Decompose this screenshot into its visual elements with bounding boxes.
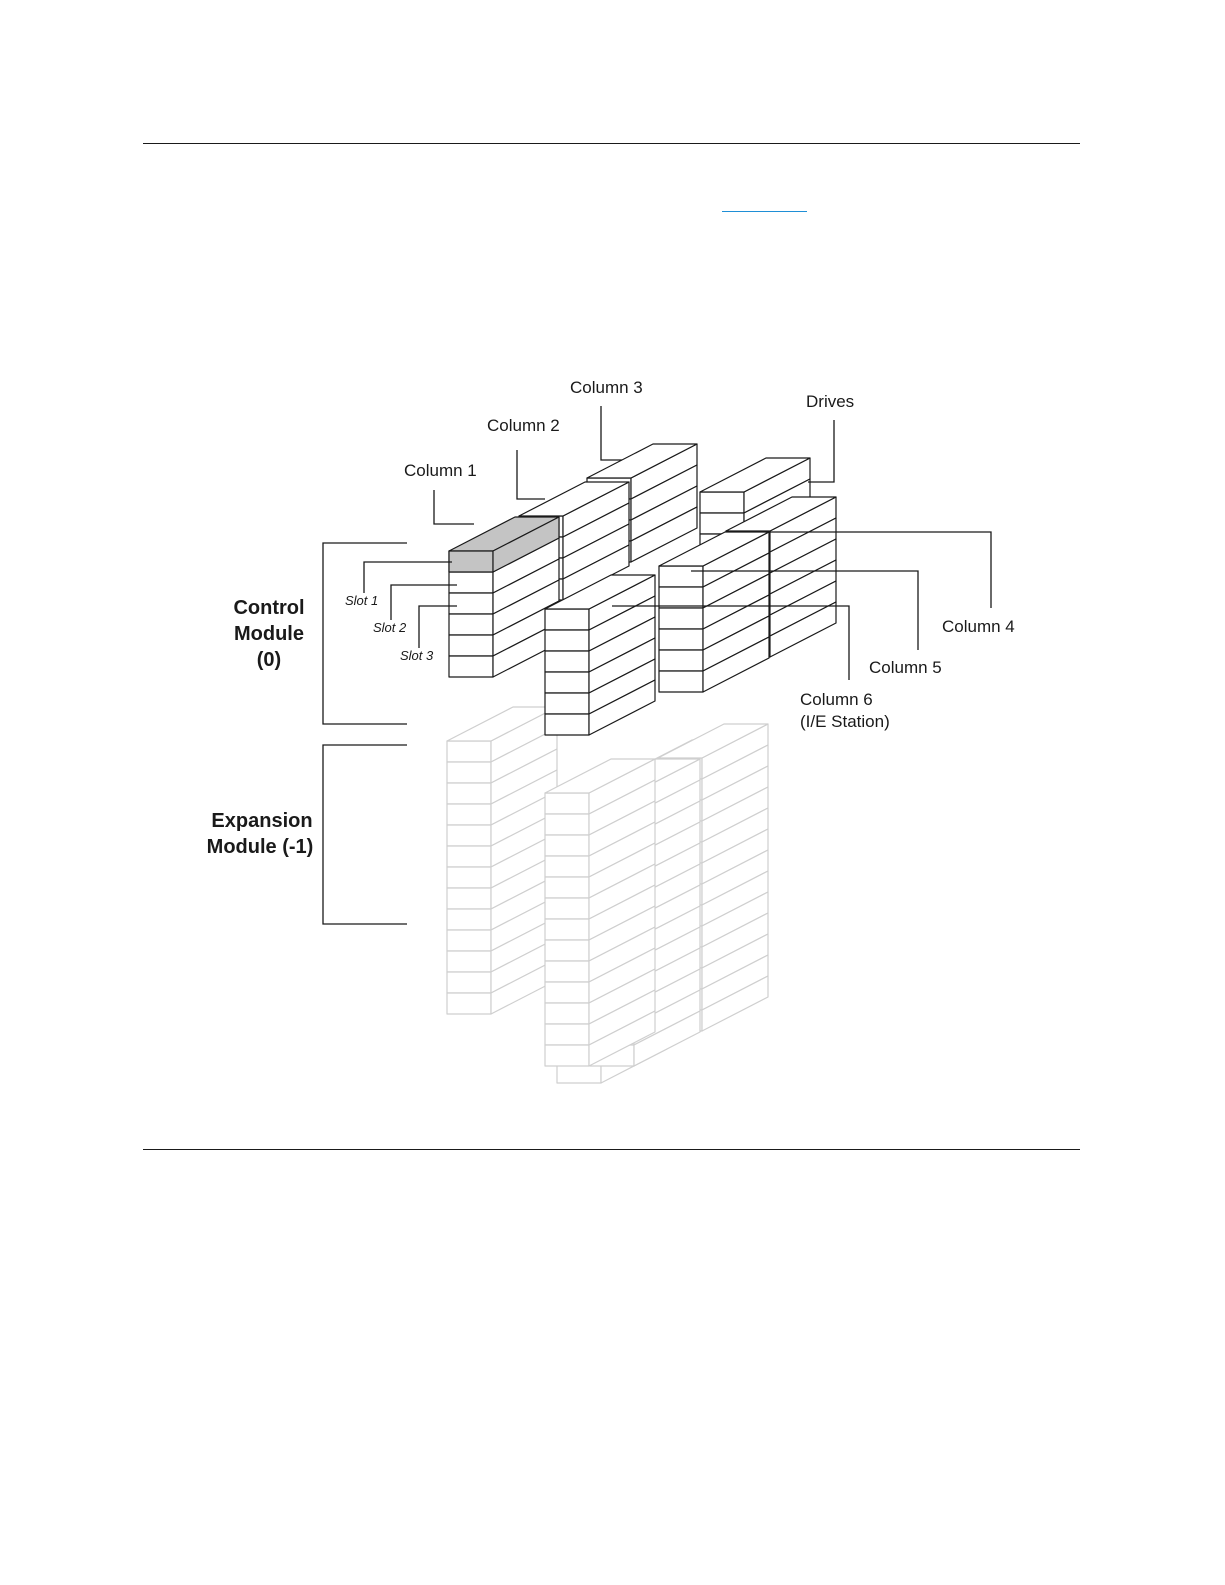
column-1-stack-selected-front <box>449 551 493 572</box>
label-column-1: Column 1 <box>404 461 477 480</box>
drives-stack-slot-front <box>700 492 744 513</box>
expansion-column-6-slot-front <box>545 1024 589 1045</box>
expansion-column-1-slot-front <box>447 762 491 783</box>
expansion-column-6-slot-front <box>545 940 589 961</box>
column-5-stack-slot-front <box>659 650 703 671</box>
label-column-6-ie-station: (I/E Station) <box>800 712 890 731</box>
bracket-expansion-module <box>323 745 407 924</box>
label-column-5: Column 5 <box>869 658 942 677</box>
leader-column-2 <box>517 450 545 499</box>
column-6-stack-slot-front <box>545 630 589 651</box>
column-6-stack-slot-front <box>545 714 589 735</box>
column-1-stack-slot-front <box>449 593 493 614</box>
leader-drives <box>808 420 834 482</box>
expansion-column-6-slot-front <box>545 856 589 877</box>
label-slot-1: Slot 1 <box>345 593 378 608</box>
label-control-module-number: (0) <box>257 649 281 671</box>
expansion-column-6-slot-front <box>545 1045 589 1066</box>
bottom-divider <box>143 1149 1080 1150</box>
label-expansion-module: Expansion <box>211 810 312 832</box>
expansion-column-1-slot-front <box>447 825 491 846</box>
label-column-3: Column 3 <box>570 378 643 397</box>
column-6-stack-slot-front <box>545 609 589 630</box>
column-1-stack-slot-front <box>449 635 493 656</box>
label-column-4: Column 4 <box>942 617 1015 636</box>
label-drives: Drives <box>806 392 854 411</box>
expansion-column-1-slot-front <box>447 783 491 804</box>
label-column-2: Column 2 <box>487 416 560 435</box>
expansion-column-6-slot-front <box>545 898 589 919</box>
label-slot-3: Slot 3 <box>400 648 434 663</box>
leader-slot-2 <box>391 585 457 620</box>
leader-column-1 <box>434 490 474 524</box>
expansion-column-1-slot-front <box>447 888 491 909</box>
column-5-stack-slot-front <box>659 587 703 608</box>
expansion-column-1-slot-front <box>447 993 491 1014</box>
expansion-column-6-slot-front <box>545 1003 589 1024</box>
leader-column-3 <box>601 406 622 460</box>
column-6-stack-slot-front <box>545 693 589 714</box>
label-slot-2: Slot 2 <box>373 620 407 635</box>
column-5-stack-slot-front <box>659 671 703 692</box>
expansion-column-6-slot-front <box>545 835 589 856</box>
expansion-column-6-slot-front <box>545 814 589 835</box>
expansion-column-6-slot-front <box>545 919 589 940</box>
column-5-stack-slot-front <box>659 629 703 650</box>
expansion-column-1-slot-front <box>447 741 491 762</box>
expansion-column-1-slot-front <box>447 909 491 930</box>
column-1-stack-slot-front <box>449 572 493 593</box>
label-control-module: Control <box>233 597 304 619</box>
expansion-column-1-slot-front <box>447 972 491 993</box>
expansion-module-stacks <box>447 707 768 1083</box>
label-expansion-module-number: Module (-1) <box>207 836 314 858</box>
column-5-stack-slot-front <box>659 566 703 587</box>
expansion-column-1-slot-front <box>447 867 491 888</box>
column-6-stack-slot-front <box>545 651 589 672</box>
expansion-column-6-slot-front <box>545 961 589 982</box>
expansion-column-1-slot-front <box>447 951 491 972</box>
column-5-stack-slot-front <box>659 608 703 629</box>
column-1-stack-slot-front <box>449 614 493 635</box>
expansion-column-1-slot-front <box>447 804 491 825</box>
expansion-column-6-slot-front <box>545 982 589 1003</box>
control-module-stacks <box>449 444 836 735</box>
expansion-column-6-slot-front <box>545 877 589 898</box>
expansion-column-1-slot-front <box>447 930 491 951</box>
expansion-column-1-slot-front <box>447 846 491 867</box>
leader-slot-1 <box>364 562 452 593</box>
label-control-module-2: Module <box>234 623 304 645</box>
expansion-column-6-slot-front <box>545 793 589 814</box>
column-1-stack-slot-front <box>449 656 493 677</box>
column-6-stack-slot-front <box>545 672 589 693</box>
label-column-6: Column 6 <box>800 690 873 709</box>
